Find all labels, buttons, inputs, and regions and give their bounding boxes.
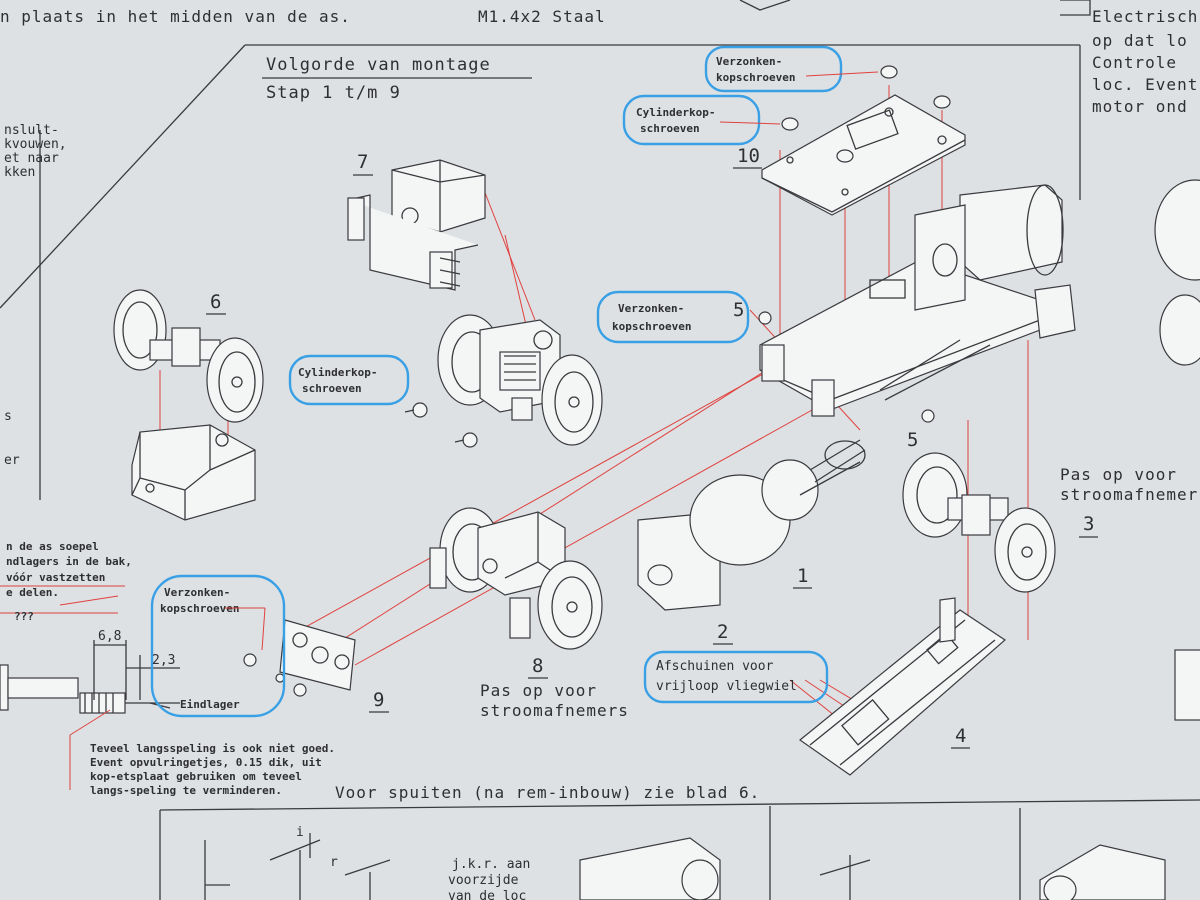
note-stroomafnemers-8: Pas op voor stroomafnemers: [480, 681, 629, 720]
main-frame-motor: [758, 184, 1076, 423]
right-note-line: loc. Event: [1092, 75, 1198, 94]
left-note-line: s: [4, 409, 12, 424]
step-3-wheelset: [902, 452, 1056, 593]
callout-cylinderkop-top: Cylinderkop- schroeven: [636, 106, 781, 135]
note-line: ndlagers in de bak,: [6, 555, 132, 568]
note-teveel-langsspeling: Teveel langsspeling is ook niet goed. Ev…: [90, 742, 335, 797]
note-stroomafnemer-3: Pas op voor stroomafnemer: [1060, 465, 1198, 504]
step-9-end-plate: [243, 619, 356, 697]
note-line: e delen.: [6, 586, 59, 599]
step-4-bottom-plate: [799, 597, 1006, 776]
left-notes: nslult- kvouwen, et naar kken s er: [4, 123, 67, 468]
callout-text: Verzonken-: [716, 55, 782, 68]
note-jkr: j.k.r. aan voorzijde van de loc: [448, 857, 530, 900]
sublabel-i: i: [296, 825, 304, 840]
frame-lines: [0, 44, 1200, 900]
callout-text: kopschroeven: [716, 71, 795, 84]
right-note-line: Controle: [1092, 53, 1177, 72]
note-line: stroomafnemer: [1060, 485, 1198, 504]
note-line: van de loc: [448, 889, 526, 900]
dimension-unknown: ???: [14, 610, 34, 623]
dimension-2-3: 2,3: [152, 653, 175, 668]
step-number-4: 4: [955, 725, 966, 747]
step-numbers: 1 2 3 4 5 5 6 7 8 9 10: [206, 145, 1098, 749]
step-number-1: 1: [797, 565, 808, 587]
header-left-line: n plaats in het midden van de as.: [0, 7, 351, 26]
left-note-line: er: [4, 453, 20, 468]
note-line: kop-etsplaat gebruiken om teveel: [90, 770, 302, 783]
note-line: Pas op voor: [1060, 465, 1177, 484]
step-8-bogie: [429, 507, 603, 650]
callout-text: Afschuinen voor: [656, 659, 774, 674]
callout-text: Verzonken-: [618, 302, 684, 315]
step-6-wheelset: [113, 289, 264, 521]
callout-clouds: [150, 45, 843, 718]
callout-verzonken-left: Verzonken- kopschroeven: [160, 586, 266, 651]
left-note-line: nslult-: [4, 123, 59, 138]
note-voor-spuiten: Voor spuiten (na rem-inbouw) zie blad 6.: [335, 783, 760, 802]
right-note-line: Electrisch: [1092, 7, 1198, 26]
header-mid-line: M1.4x2 Staal: [478, 7, 606, 26]
note-line: stroomafnemers: [480, 701, 629, 720]
note-line: j.k.r. aan: [452, 857, 530, 872]
note-as-soepel: n de as soepel ndlagers in de bak, vóór …: [6, 540, 132, 599]
right-edge-drawings: [739, 0, 1200, 721]
callout-text: kopschroeven: [612, 320, 691, 333]
callout-text: schroeven: [640, 122, 700, 135]
note-line: vóór vastzetten: [6, 571, 105, 584]
callout-text: schroeven: [302, 382, 362, 395]
left-note-line: kken: [4, 165, 35, 180]
callout-verzonken-mid: Verzonken- kopschroeven: [612, 302, 691, 333]
bottom-sketches: [204, 833, 1166, 900]
callout-text: kopschroeven: [160, 602, 239, 615]
note-line: voorzijde: [448, 873, 519, 888]
sublabel-r: r: [330, 855, 338, 870]
callout-text: Verzonken-: [164, 586, 230, 599]
step-number-10: 10: [737, 145, 760, 167]
callout-cylinderkop-mid: Cylinderkop- schroeven: [298, 366, 377, 395]
note-line: Pas op voor: [480, 681, 597, 700]
callout-text: Cylinderkop-: [636, 106, 715, 119]
step-number-8: 8: [532, 655, 543, 677]
callout-text: Cylinderkop-: [298, 366, 377, 379]
callout-afschuinen: Afschuinen voor vrijloop vliegwiel: [656, 659, 797, 694]
step-1-2-flywheel: [637, 439, 866, 611]
step-number-7: 7: [357, 151, 368, 173]
right-note-line: motor ond: [1092, 97, 1188, 116]
step-number-5b: 5: [907, 429, 918, 451]
note-line: langs-speling te verminderen.: [90, 784, 282, 797]
left-note-line: kvouwen,: [4, 137, 67, 152]
step-number-6: 6: [210, 291, 221, 313]
note-line: n de as soepel: [6, 540, 99, 553]
page-title: Volgorde van montage: [266, 55, 491, 75]
step-number-2: 2: [717, 621, 728, 643]
bogie-assembly: [404, 314, 603, 448]
callout-text: vrijloop vliegwiel: [656, 679, 797, 694]
page-subtitle: Stap 1 t/m 9: [266, 83, 401, 103]
step-number-9: 9: [373, 689, 384, 711]
right-note-line: op dat lo: [1092, 31, 1188, 50]
right-note: Electrisch op dat lo Controle loc. Event…: [1092, 7, 1198, 116]
note-line: Event opvulringetjes, 0.15 dik, uit: [90, 756, 322, 769]
step-10-cover-plate: [761, 65, 966, 216]
step-number-3: 3: [1083, 513, 1094, 535]
callout-verzonken-top: Verzonken- kopschroeven: [716, 55, 879, 84]
left-note-line: et naar: [4, 151, 59, 166]
note-line: Teveel langsspeling is ook niet goed.: [90, 742, 335, 755]
label-eindlager: Eindlager: [180, 698, 240, 711]
dimension-6-8: 6,8: [98, 629, 121, 644]
step-7-gearbox: [347, 159, 486, 291]
step-number-5a: 5: [733, 299, 744, 321]
axle-detail: [0, 640, 180, 790]
